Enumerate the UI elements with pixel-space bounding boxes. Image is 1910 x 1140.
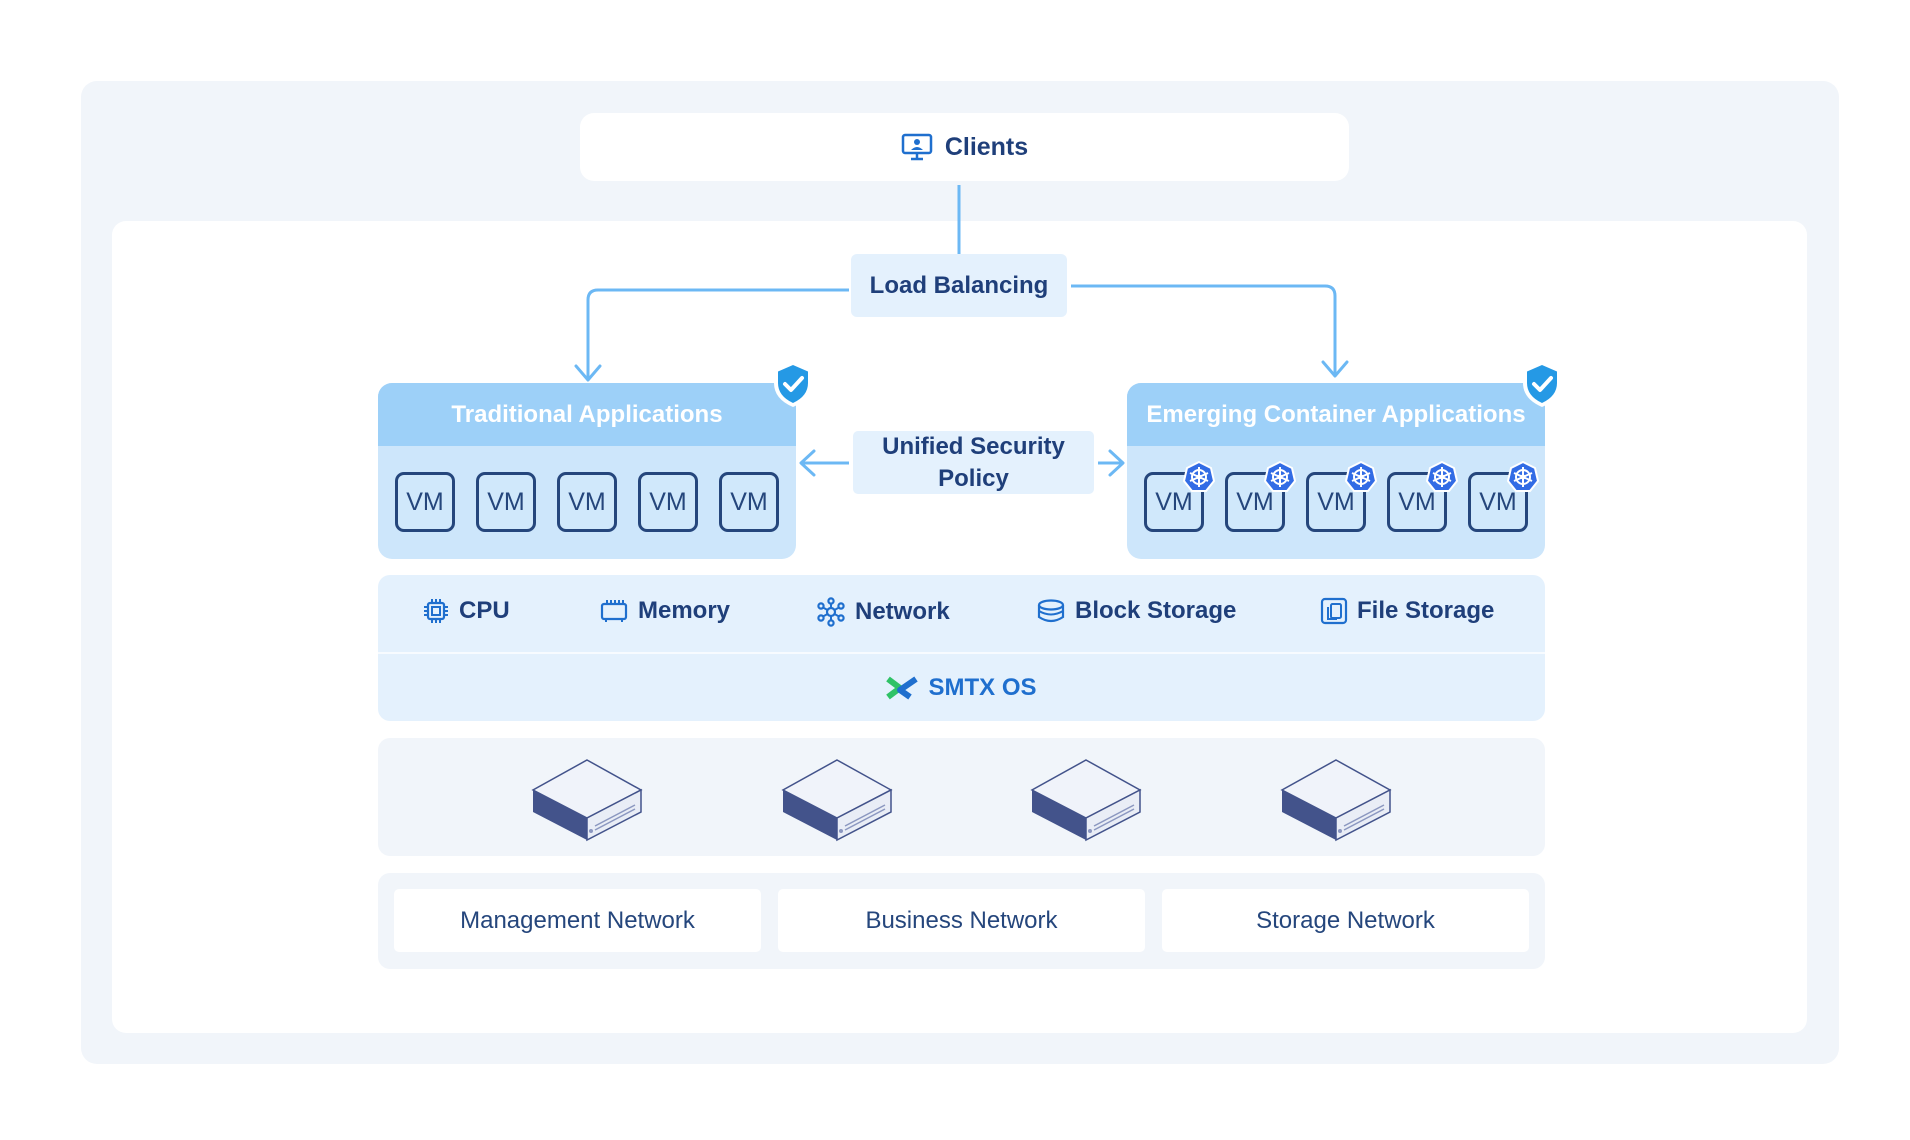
memory-icon — [600, 600, 628, 622]
network-icon — [817, 597, 845, 627]
unified-security-policy-box: Unified Security Policy — [853, 431, 1094, 494]
resource-memory: Memory — [599, 597, 730, 625]
kubernetes-icon — [1507, 461, 1539, 492]
policy-left-arrowhead — [799, 449, 816, 477]
resource-label: Memory — [638, 597, 731, 624]
server-icon — [781, 759, 893, 842]
networks-panel: Management Network Business Network Stor… — [378, 873, 1545, 969]
vm-box: VM — [395, 472, 455, 532]
block-storage-icon — [1037, 599, 1065, 623]
container-vm-box: VM — [1468, 461, 1539, 532]
vm-label: VM — [649, 487, 687, 516]
policy-line-2: Policy — [938, 464, 1009, 492]
vm-label: VM — [487, 487, 525, 516]
vm-label: VM — [568, 487, 606, 516]
container-vm-box: VM — [1387, 461, 1458, 532]
vm-box: VM — [638, 472, 698, 532]
management-network-box: Management Network — [394, 889, 761, 952]
vm-label: VM — [1155, 487, 1193, 516]
vm-label: VM — [1317, 487, 1355, 516]
resource-cpu: CPU — [422, 597, 510, 625]
network-label: Business Network — [865, 906, 1058, 934]
clients-box: Clients — [580, 113, 1349, 181]
cpu-icon — [424, 599, 448, 623]
resources-panel: CPU Memory Network — [378, 575, 1545, 721]
traditional-applications-title: Traditional Applications — [451, 400, 723, 428]
kubernetes-icon — [1183, 461, 1215, 492]
server-icon — [1030, 759, 1142, 842]
server-icon — [1280, 759, 1392, 842]
kubernetes-icon — [1426, 461, 1458, 492]
network-label: Management Network — [460, 906, 695, 934]
resource-label: CPU — [459, 597, 510, 624]
policy-line-1: Unified Security — [882, 432, 1065, 460]
policy-right-arrowhead — [1108, 449, 1125, 477]
vm-label: VM — [730, 487, 768, 516]
file-storage-icon — [1320, 597, 1348, 625]
resource-label: File Storage — [1357, 597, 1495, 624]
network-label: Storage Network — [1256, 906, 1435, 934]
container-applications-header: Emerging Container Applications — [1127, 383, 1545, 446]
vm-box: VM — [557, 472, 617, 532]
container-vm-box: VM — [1306, 461, 1377, 532]
resource-label: Block Storage — [1075, 597, 1237, 624]
shield-check-icon — [774, 361, 812, 407]
resource-network: Network — [816, 597, 950, 627]
traditional-vm-list: VM VM VM VM VM — [378, 446, 796, 532]
vm-label: VM — [406, 487, 444, 516]
traditional-applications-header: Traditional Applications — [378, 383, 796, 446]
monitor-user-icon — [901, 133, 933, 161]
traditional-arrowhead — [574, 364, 602, 382]
load-balancing-box: Load Balancing — [851, 254, 1067, 317]
container-vm-list: VM VM VM VM VM — [1127, 446, 1545, 532]
business-network-box: Business Network — [778, 889, 1145, 952]
container-applications-title: Emerging Container Applications — [1146, 400, 1526, 428]
kubernetes-icon — [1264, 461, 1296, 492]
traditional-applications-panel: Traditional Applications VM VM VM VM VM — [378, 361, 812, 559]
vm-box: VM — [476, 472, 536, 532]
shield-check-icon — [1523, 361, 1561, 407]
clients-label: Clients — [944, 132, 1029, 161]
lb-to-container-line — [1071, 284, 1337, 376]
vm-label: VM — [1236, 487, 1274, 516]
resource-label: Network — [855, 598, 950, 625]
vm-label: VM — [1479, 487, 1517, 516]
container-applications-panel: Emerging Container Applications VM VM VM… — [1127, 361, 1561, 559]
container-vm-box: VM — [1225, 461, 1296, 532]
storage-network-box: Storage Network — [1162, 889, 1529, 952]
kubernetes-icon — [1345, 461, 1377, 492]
load-balancing-label: Load Balancing — [869, 271, 1049, 299]
resource-row: CPU Memory Network — [378, 575, 1545, 654]
vm-label: VM — [1398, 487, 1436, 516]
container-arrowhead — [1321, 360, 1349, 378]
server-icon — [531, 759, 643, 842]
smtx-os-label: SMTX OS — [928, 673, 1037, 701]
vm-box: VM — [719, 472, 779, 532]
resource-block-storage: Block Storage — [1036, 597, 1236, 625]
lb-to-traditional-line — [586, 288, 849, 380]
resource-file-storage: File Storage — [1320, 597, 1494, 625]
smtx-logo-icon — [886, 676, 919, 699]
container-vm-box: VM — [1144, 461, 1215, 532]
smtx-os-row: SMTX OS — [378, 654, 1545, 721]
server-hardware-panel — [378, 738, 1545, 856]
